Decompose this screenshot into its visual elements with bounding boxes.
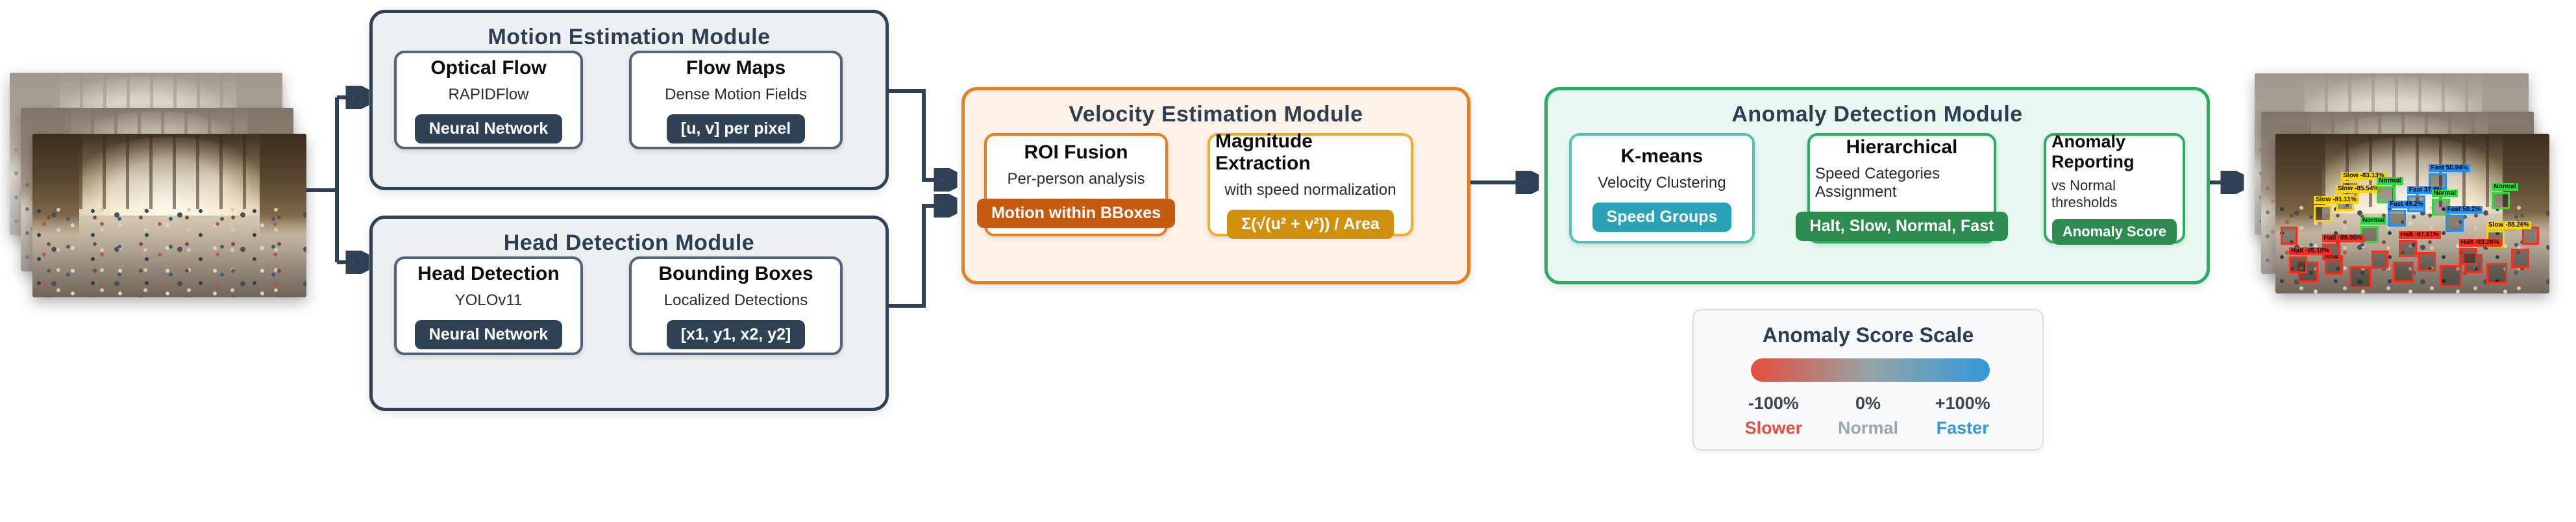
node-subtitle: RAPIDFlow <box>448 85 529 103</box>
bounding-box <box>2440 264 2462 287</box>
bounding-box-label: Slow -81.11% <box>2314 193 2359 223</box>
head-detection-module: Head Detection Module Head Detection YOL… <box>369 216 889 411</box>
node-kmeans: K-means Velocity Clustering Speed Groups <box>1569 133 1755 243</box>
node-subtitle: Velocity Clustering <box>1598 173 1726 192</box>
node-bounding-boxes: Bounding Boxes Localized Detections [x1,… <box>629 256 843 355</box>
label-normal: Normal <box>1837 418 1899 438</box>
legend-title: Anomaly Score Scale <box>1762 323 1974 347</box>
node-subtitle: with speed normalization <box>1224 181 1396 199</box>
node-subtitle: Per-person analysis <box>1007 170 1145 188</box>
node-badge: Speed Groups <box>1592 202 1732 232</box>
bounding-box <box>2281 226 2298 245</box>
label-faster: Faster <box>1936 418 1989 438</box>
score-gradient-bar <box>1751 358 1990 382</box>
bounding-box <box>2418 252 2436 272</box>
bounding-box-label: Fast 50.94% <box>2429 161 2470 190</box>
velocity-estimation-module: Velocity Estimation Module ROI Fusion Pe… <box>961 87 1470 284</box>
bounding-box <box>2388 210 2407 227</box>
label-slower: Slower <box>1744 418 1803 438</box>
bounding-box-label: Halt -97.61% <box>2398 228 2441 258</box>
bounding-box <box>2398 240 2417 258</box>
motion-estimation-module: Motion Estimation Module Optical Flow RA… <box>369 10 889 190</box>
node-hierarchical: Hierarchical Speed Categories Assignment… <box>1795 133 2009 243</box>
bounding-box-label: Fast 50.2% <box>2445 203 2483 232</box>
node-title: Flow Maps <box>686 56 786 79</box>
node-title: Hierarchical <box>1846 136 1958 158</box>
node-optical-flow: Optical Flow RAPIDFlow Neural Network <box>394 51 583 149</box>
node-title: K-means <box>1620 145 1703 167</box>
bounding-box <box>2349 266 2372 289</box>
node-badge: Σ(√(u² + v²)) / Area <box>1227 210 1394 239</box>
node-badge: Neural Network <box>414 114 563 143</box>
module-title: Motion Estimation Module <box>488 25 771 49</box>
bounding-box <box>2393 261 2414 282</box>
node-subtitle: vs Normal thresholds <box>2051 177 2118 210</box>
bounding-box <box>2445 214 2464 232</box>
anomaly-score-legend: Anomaly Score Scale -100% 0% +100% Slowe… <box>1692 309 2044 451</box>
node-magnitude-extraction: Magnitude Extraction with speed normaliz… <box>1208 130 1413 239</box>
module-title: Anomaly Detection Module <box>1731 102 2023 127</box>
tick-plus-100: +100% <box>1935 393 1990 413</box>
bounding-box <box>2289 256 2308 273</box>
node-badge: Anomaly Score <box>2051 219 2177 245</box>
module-title: Head Detection Module <box>503 230 755 255</box>
annotated-output-frame: Slow -83.13% Slow -85.54% Slow -81.11% F… <box>2275 134 2549 293</box>
bounding-box <box>2486 263 2507 284</box>
legend-ticks: -100% 0% +100% <box>1726 393 2010 414</box>
bounding-box-label: Fast 49.2% <box>2388 197 2425 227</box>
node-flow-maps: Flow Maps Dense Motion Fields [u, v] per… <box>629 51 843 149</box>
node-badge: Motion within BBoxes <box>976 199 1176 228</box>
node-title: Optical Flow <box>430 56 547 79</box>
node-badge: Halt, Slow, Normal, Fast <box>1795 211 2009 241</box>
bounding-box-label: Normal <box>2377 174 2403 203</box>
bounding-box-label: Normal <box>2360 214 2387 243</box>
bounding-box <box>2377 186 2396 203</box>
node-subtitle: Localized Detections <box>663 291 808 309</box>
node-anomaly-reporting: Anomaly Reporting vs Normal thresholds A… <box>2044 132 2185 245</box>
node-title: Bounding Boxes <box>658 262 813 284</box>
node-subtitle: Speed Categories Assignment <box>1815 164 1940 201</box>
bounding-box <box>2458 248 2477 266</box>
node-head-detection: Head Detection YOLOv11 Neural Network <box>394 256 583 355</box>
node-badge: Neural Network <box>414 319 563 349</box>
node-roi-fusion: ROI Fusion Per-person analysis Motion wi… <box>976 133 1176 236</box>
bounding-box <box>2314 205 2333 223</box>
input-frame-front <box>32 134 306 297</box>
node-title: Head Detection <box>417 262 560 284</box>
bounding-box <box>2492 192 2510 210</box>
node-badge: [x1, y1, x2, y2] <box>666 319 806 349</box>
bounding-box <box>2297 261 2318 282</box>
module-title: Velocity Estimation Module <box>1069 102 1363 127</box>
bounding-box <box>2510 249 2529 269</box>
node-subtitle: Dense Motion Fields <box>665 85 807 103</box>
node-subtitle: YOLOv11 <box>454 291 523 309</box>
bounding-box <box>2371 250 2388 269</box>
bounding-box-label: Normal <box>2492 180 2518 210</box>
node-title: Anomaly Reporting <box>2051 132 2135 171</box>
legend-words: Slower Normal Faster <box>1726 418 2010 438</box>
node-title: ROI Fusion <box>1024 142 1128 163</box>
anomaly-detection-module: Anomaly Detection Module K-means Velocit… <box>1544 87 2210 284</box>
node-badge: [u, v] per pixel <box>666 114 806 143</box>
node-title: Magnitude Extraction <box>1215 130 1313 174</box>
bounding-box-label: Halt -95.10% <box>2289 244 2332 273</box>
tick-minus-100: -100% <box>1748 393 1799 413</box>
crowd-texture <box>32 205 306 297</box>
bounding-box-label: Halt -93.28% <box>2458 236 2501 266</box>
tick-zero: 0% <box>1855 393 1881 413</box>
